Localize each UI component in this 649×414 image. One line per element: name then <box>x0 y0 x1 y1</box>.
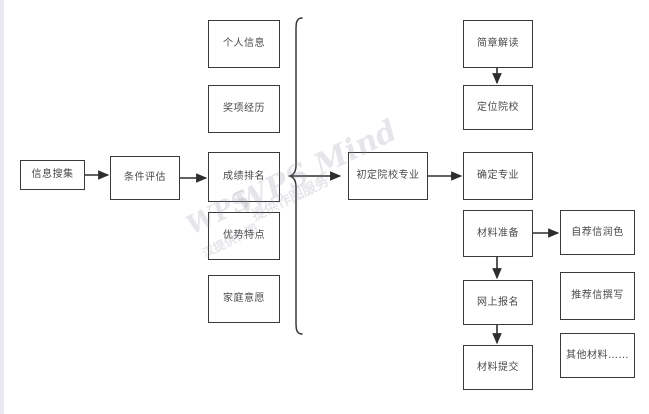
node-label: 网上报名 <box>477 296 519 308</box>
node-advantage-traits[interactable]: 优势特点 <box>208 212 280 260</box>
node-label: 个人信息 <box>223 38 265 49</box>
node-label: 奖项经历 <box>223 103 265 114</box>
node-label: 推荐信撰写 <box>571 290 624 301</box>
node-family-wishes[interactable]: 家庭意愿 <box>208 275 280 323</box>
node-confirm-major[interactable]: 确定专业 <box>463 152 533 200</box>
node-label: 定位院校 <box>477 101 519 113</box>
node-self-recommendation-polish[interactable]: 自荐信润色 <box>560 210 635 255</box>
node-personal-info[interactable]: 个人信息 <box>208 20 280 68</box>
left-edge-strip <box>0 0 4 414</box>
node-info-collection[interactable]: 信息搜集 <box>20 160 85 190</box>
node-material-submission[interactable]: 材料提交 <box>463 345 533 390</box>
node-preliminary-school-major[interactable]: 初定院校专业 <box>348 152 428 200</box>
node-material-prep[interactable]: 材料准备 <box>463 210 533 257</box>
node-online-registration[interactable]: 网上报名 <box>463 280 533 325</box>
node-label: 确定专业 <box>477 170 519 181</box>
node-award-experience[interactable]: 奖项经历 <box>208 85 280 133</box>
node-label: 自荐信润色 <box>571 226 624 238</box>
node-condition-eval[interactable]: 条件评估 <box>110 156 180 200</box>
node-label: 其他材料…… <box>566 349 629 361</box>
node-recommendation-writing[interactable]: 推荐信撰写 <box>560 272 635 320</box>
node-label: 信息搜集 <box>31 169 74 180</box>
node-label: 优势特点 <box>223 230 265 241</box>
node-label: 材料提交 <box>477 361 519 373</box>
node-label: 简章解读 <box>477 38 519 49</box>
node-label: 家庭意愿 <box>223 293 265 304</box>
node-locate-school[interactable]: 定位院校 <box>463 85 533 130</box>
node-grade-ranking[interactable]: 成绩排名 <box>208 152 280 202</box>
node-label: 条件评估 <box>124 172 166 183</box>
node-brochure-reading[interactable]: 简章解读 <box>463 20 533 68</box>
node-other-materials[interactable]: 其他材料…… <box>560 333 635 378</box>
node-label: 初定院校专业 <box>356 170 420 181</box>
node-label: 材料准备 <box>477 227 519 239</box>
node-label: 成绩排名 <box>223 171 265 182</box>
